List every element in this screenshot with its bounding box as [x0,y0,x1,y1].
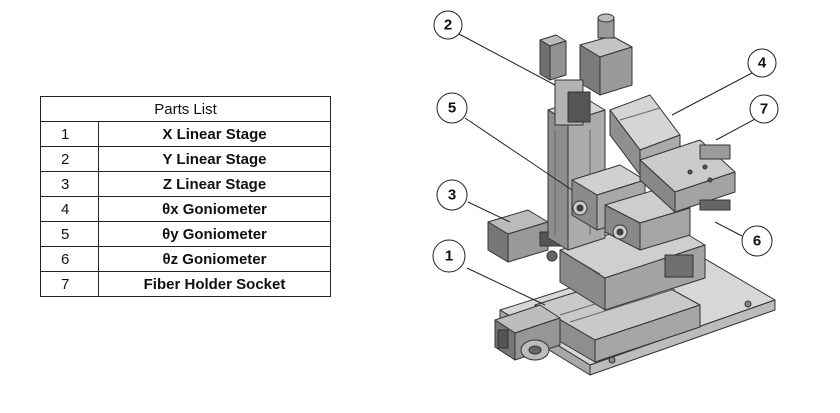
callout-label-6: 6 [753,233,761,250]
callout-label-2: 2 [444,17,452,34]
callout-label-5: 5 [448,100,456,117]
table-row: 3 Z Linear Stage [40,171,331,197]
parts-list-header-row: Parts List [40,96,331,122]
leader-line-6 [714,221,743,237]
top-bracket [539,34,591,126]
callout-bubble-6 [741,225,773,257]
x-stage-motor [494,304,561,361]
callout-bubble-1 [432,239,466,273]
part-name: X Linear Stage [98,121,331,147]
part-name: Z Linear Stage [98,171,331,197]
callout-label-1: 1 [445,248,453,265]
callout-bubble-3 [436,179,468,211]
leader-line-5 [464,117,573,191]
part-name: θx Goniometer [98,196,331,222]
part-name: θy Goniometer [98,221,331,247]
part-name: Y Linear Stage [98,146,331,172]
callout-label-7: 7 [760,101,768,118]
callout-bubble-2 [433,10,463,40]
callout-bubble-7 [749,94,779,124]
fiber-holder-socket [639,139,736,213]
callout-label-4: 4 [758,55,767,72]
callout-bubble-5 [436,92,468,124]
parts-list-title: Parts List [40,96,331,122]
table-row: 7 Fiber Holder Socket [40,271,331,297]
leader-line-1 [466,267,546,306]
callout-bubble-4 [747,48,777,78]
part-number: 7 [40,271,99,297]
table-row: 5 θy Goniometer [40,221,331,247]
leader-line-4 [671,72,753,116]
y-stage-motor [579,13,633,96]
leader-line-3 [467,201,511,223]
part-number: 3 [40,171,99,197]
leader-line-2 [458,33,556,86]
part-number: 1 [40,121,99,147]
callout-label-3: 3 [448,187,456,204]
parts-list-table: Parts List 1 X Linear Stage 2 Y Linear S… [40,96,331,297]
part-name: Fiber Holder Socket [98,271,331,297]
leader-line-7 [715,117,758,141]
table-row: 1 X Linear Stage [40,121,331,147]
